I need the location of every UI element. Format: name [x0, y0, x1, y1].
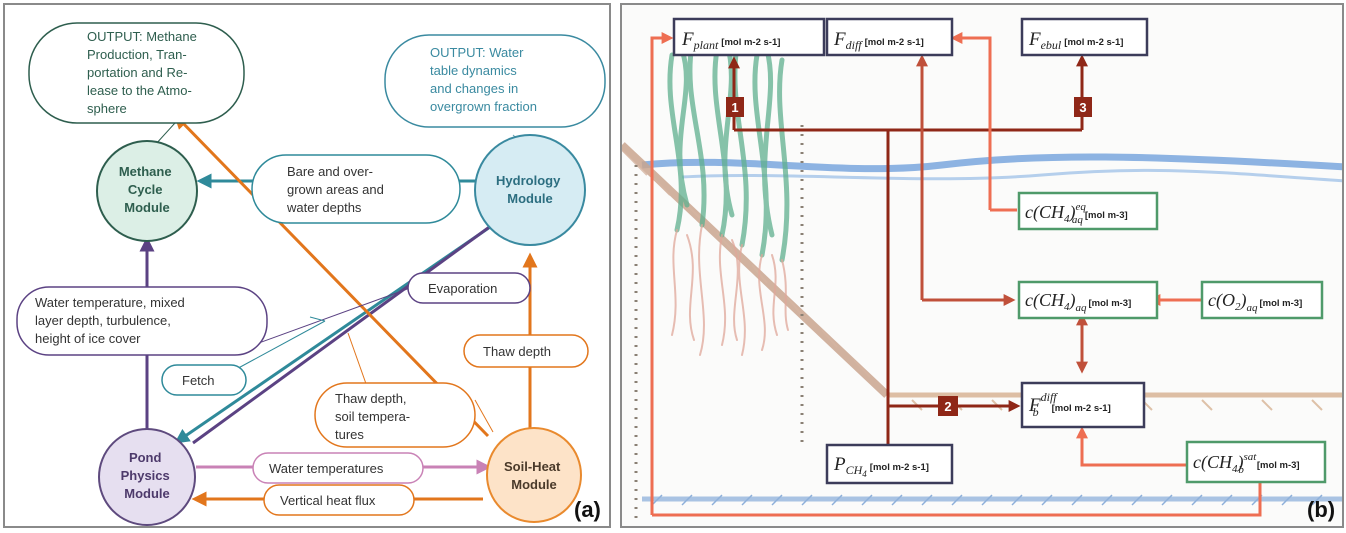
label-heat-flux-text: Vertical heat flux	[280, 493, 376, 508]
label-water-temp-text: Water temperature, mixed layer depth, tu…	[35, 295, 188, 346]
flux-ebul-box: Febul[mol m-2 s-1]	[1020, 17, 1149, 57]
pond-physics-module-label: Pond Physics Module	[121, 450, 174, 501]
svg-text:Febul[mol m-2 s-1]: Febul[mol m-2 s-1]	[1028, 29, 1123, 52]
label-evaporation-text: Evaporation	[428, 281, 497, 296]
flux-diagram: 1 3 2 Fplant[mol m-2 s-1] Fdiff[mol m-2 …	[622, 17, 1342, 525]
panel-b: 1 3 2 Fplant[mol m-2 s-1] Fdiff[mol m-2 …	[620, 3, 1344, 528]
flux-diff-box: Fdiff[mol m-2 s-1]	[825, 17, 954, 57]
conc-aq-box: c(CH4)aq[mol m-3]	[1017, 280, 1159, 320]
leader-fetch-2	[309, 316, 326, 322]
output-hydrology-text: OUTPUT: Water table dynamics and changes…	[430, 45, 537, 114]
pond-sediment	[622, 142, 1342, 411]
production-box: PCH4[mol m-2 s-1]	[825, 443, 954, 485]
pond-physics-module	[98, 428, 196, 526]
hydrology-module	[474, 134, 586, 246]
svg-text:PCH4[mol m-2 s-1]: PCH4[mol m-2 s-1]	[833, 454, 929, 479]
methane-module	[96, 140, 198, 242]
output-methane-bubble	[28, 22, 245, 124]
output-methane-text: OUTPUT: Methane Production, Tran- portat…	[87, 29, 200, 116]
label-water-temp-box	[16, 286, 268, 356]
svg-text:Fplant[mol m-2 s-1]: Fplant[mol m-2 s-1]	[681, 29, 780, 52]
plants	[667, 40, 790, 356]
methane-module-label: Methane Cycle Module	[119, 164, 175, 215]
svg-text:Fdiff[mol m-2 s-1]: Fdiff[mol m-2 s-1]	[833, 29, 924, 52]
panel-b-label: (b)	[1307, 497, 1336, 522]
label-thaw-text: Thaw depth	[483, 344, 551, 359]
flux-plant-box: Fplant[mol m-2 s-1]	[672, 17, 826, 57]
label-thaw-box	[463, 334, 589, 368]
label-water-temps-box	[252, 452, 424, 484]
hydrology-module-label: Hydrology Module	[496, 173, 564, 206]
svg-text:3: 3	[1079, 100, 1086, 115]
label-heat-flux-box	[263, 484, 415, 516]
label-fetch-text: Fetch	[182, 373, 215, 388]
label-thaw-soil-box	[314, 382, 476, 448]
permafrost-line	[642, 494, 1342, 506]
label-water-temps-text: Water temperatures	[269, 461, 384, 476]
svg-text:2: 2	[944, 399, 951, 414]
label-bare-box	[251, 154, 461, 224]
conc-o2-box: c(O2)aq[mol m-3]	[1200, 280, 1324, 320]
salmon-arrows	[650, 32, 1262, 517]
panel-a-label: (a)	[574, 497, 601, 522]
label-evaporation-box	[407, 272, 531, 304]
arrow-pond-to-hydrology	[192, 217, 503, 445]
svg-text:1: 1	[731, 100, 738, 115]
label-fetch-box	[161, 364, 247, 396]
output-hydrology-bubble	[384, 34, 606, 128]
svg-text:c(O2)aq[mol m-3]: c(O2)aq[mol m-3]	[1208, 290, 1302, 314]
module-diagram: OUTPUT: Methane Production, Tran- portat…	[16, 22, 606, 526]
panel-a: OUTPUT: Methane Production, Tran- portat…	[3, 3, 611, 528]
leader-thaw-soil-2	[474, 399, 494, 433]
svg-text:c(CH4)aq[mol m-3]: c(CH4)aq[mol m-3]	[1025, 290, 1131, 314]
soil-heat-module-label: Soil-Heat Module	[504, 459, 564, 492]
leader-water-temp	[244, 287, 411, 349]
number-markers: 1 3 2	[726, 97, 1092, 416]
medium-arrows	[916, 54, 1088, 374]
soil-heat-module	[486, 427, 582, 523]
label-thaw-soil-text: Thaw depth, soil tempera- tures	[335, 391, 414, 442]
label-bare-text: Bare and over- grown areas and water dep…	[286, 164, 387, 215]
